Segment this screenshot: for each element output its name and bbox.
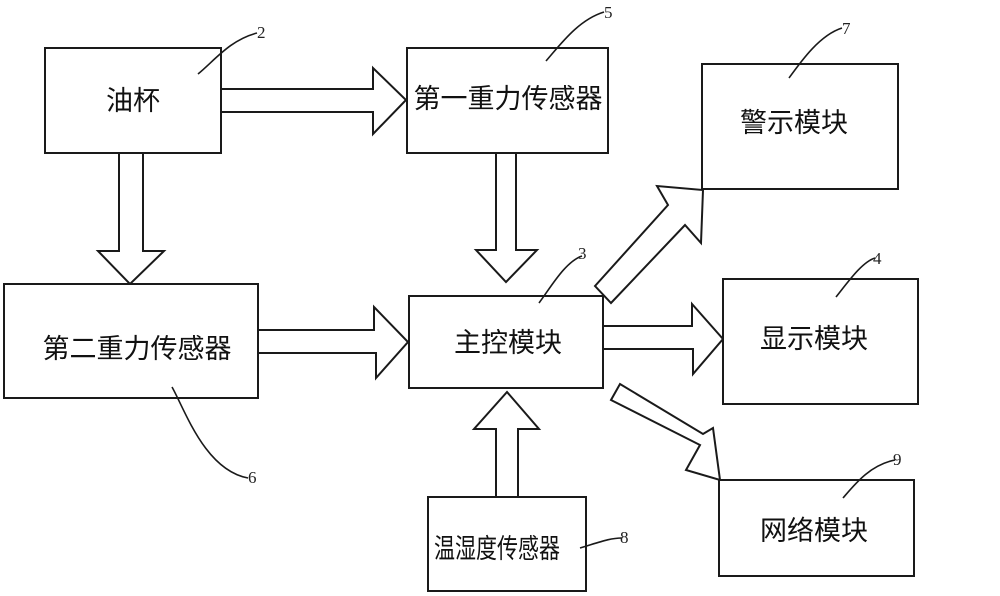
gravity-sensor-1-box [406,47,609,154]
ref-number-2: 2 [257,23,266,42]
node-gravity-sensor-1: 第一重力传感器 [406,47,609,154]
node-oil-cup: 油杯 [44,47,222,154]
leader-line-2 [197,32,258,75]
leader-line-5 [545,11,605,62]
arrow-main-control-to-network [609,382,722,482]
ref-number-5: 5 [604,3,613,22]
node-display-module: 显示模块 [722,278,919,405]
leader-line-7 [788,27,843,79]
node-temp-humidity-sensor: 温湿度传感器 [427,496,587,592]
leader-line-4 [835,257,876,298]
leader-line-8 [579,537,623,549]
arrow-temp-humidity-to-main-control [471,390,542,498]
warning-module-label: 警示模块 [740,108,848,139]
gravity-sensor-2-box [3,283,259,399]
arrow-main-control-to-warning [593,184,705,305]
network-module-label: 网络模块 [760,516,868,547]
ref-number-3: 3 [578,244,587,263]
leader-line-6 [171,386,249,479]
arrow-gravity-sensor-1-to-main-control [473,152,540,284]
main-control-box [408,295,604,389]
temp-humidity-sensor-label: 温湿度传感器 [434,534,560,565]
arrow-main-control-to-display [602,301,725,377]
ref-number-8: 8 [620,528,629,547]
node-warning-module: 警示模块 [701,63,899,190]
gravity-sensor-1-label: 第一重力传感器 [414,84,603,115]
node-network-module: 网络模块 [718,479,915,577]
ref-number-4: 4 [873,249,882,268]
node-main-control: 主控模块 [408,295,604,389]
temp-humidity-sensor-box [427,496,587,592]
ref-number-6: 6 [248,468,257,487]
arrow-oilcup-to-gravity-sensor-2 [95,152,167,286]
ref-number-7: 7 [842,19,851,38]
display-module-label: 显示模块 [760,324,868,355]
arrow-gravity-sensor-2-to-main-control [257,304,410,381]
network-module-box [718,479,915,577]
node-gravity-sensor-2: 第二重力传感器 [3,283,259,399]
display-module-box [722,278,919,405]
oil-cup-label: 油杯 [106,86,160,117]
main-control-label: 主控模块 [454,328,562,359]
oil-cup-box [44,47,222,154]
leader-line-3 [538,255,583,304]
gravity-sensor-2-label: 第二重力传感器 [43,334,232,365]
arrow-oilcup-to-gravity-sensor-1 [220,65,408,137]
leader-line-9 [842,459,896,499]
ref-number-9: 9 [893,450,902,469]
